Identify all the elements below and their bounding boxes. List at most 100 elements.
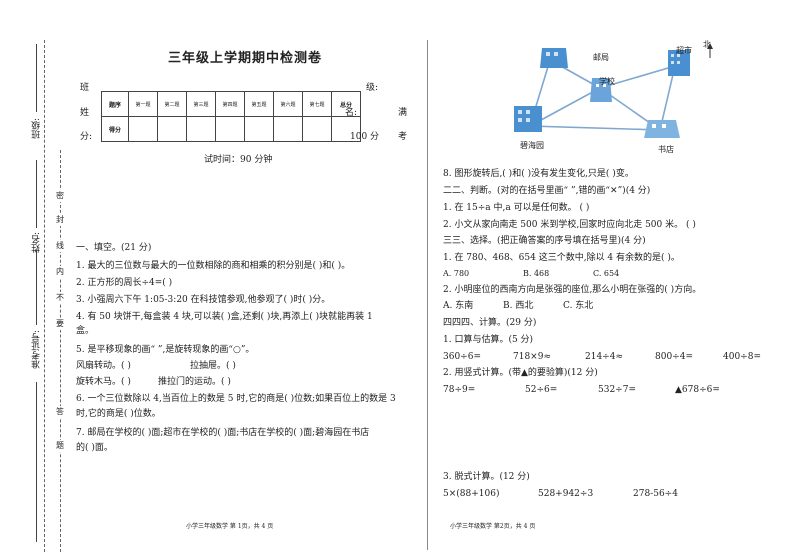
score-table-header-cell: 第五题 (244, 91, 274, 117)
choice-2: 2. 小明座位的西南方向是张强的座位,那么小明在张强的( )方向。 (443, 285, 702, 295)
score-table-header-cell: 第七题 (302, 91, 332, 117)
supermarket-building (668, 50, 690, 76)
question-1-7: 7. 邮局在学校的( )面;超市在学校的( )面;书店在学校的( )面;碧海园在… (76, 428, 370, 438)
question-1-6-cont: 时,它的商是( )位数。 (76, 409, 161, 419)
seal-char: 题 (56, 440, 64, 452)
calc-3-heading: 3. 脱式计算。(12 分) (443, 472, 530, 482)
footer-left: 小学三年级数学 第 1页，共 4 页 (186, 523, 274, 530)
question-1-4: 4. 有 50 块饼干,每盒装 4 块,可以装( )盒,还剩( )块,再添上( … (76, 312, 373, 322)
question-1-3: 3. 小强周六下午 1:05-3:20 在科技馆参观,他参观了( )时( )分。 (76, 295, 331, 305)
seal-char: 线 (56, 240, 64, 252)
binding-line-label-3 (36, 250, 37, 325)
question-1-5-drawer: 拉抽屉。( ) (190, 361, 236, 371)
location-map (514, 43, 713, 138)
exam-time: 试时间：90 分钟 (204, 155, 273, 165)
section-4-heading: 四四四、计算。(29 分) (443, 318, 537, 328)
question-1-5-fan: 风扇转动。( ) (76, 361, 131, 371)
calc-1-item-2: 718×9≈ (513, 352, 551, 362)
choice-1-option-a: A. 780 (443, 269, 470, 278)
map-label-school: 学校 (599, 77, 615, 86)
binding-line-inner (60, 150, 61, 552)
column-divider (427, 40, 428, 550)
question-1-8: 8. 图形旋转后,( )和( )没有发生变化,只是( )变。 (443, 169, 634, 179)
score-table-header-cell: 第六题 (273, 91, 303, 117)
choice-2-option-c: C. 东北 (563, 301, 594, 311)
question-1-2: 2. 正方形的周长÷4=( ) (76, 278, 173, 288)
question-1-1: 1. 最大的三位数与最大的一位数相除的商和相乘的积分别是( )和( )。 (76, 261, 351, 271)
judge-2: 2. 小文从家向南走 500 米到学校,回家时应向北走 500 米。 ( ) (443, 220, 696, 230)
header-side-right-3b: 考 (398, 132, 408, 142)
question-1-6: 6. 一个三位数除以 4,当百位上的数是 5 时,它的商是( )位数;如果百位上… (76, 394, 396, 404)
question-1-5: 5. 是平移现象的画“ ”,是旋转现象的画“○”。 (76, 345, 255, 355)
seal-char: 答 (56, 406, 64, 418)
score-cell[interactable] (244, 116, 274, 142)
header-side-left-2: 姓 (80, 108, 90, 118)
score-table-header-cell: 第二题 (157, 91, 187, 117)
header-side-right-3: 100 分 (350, 132, 380, 142)
footer-right: 小学三年级数学 第2页，共 4 页 (450, 523, 536, 530)
section-1-heading: 一、填空。(21 分) (76, 243, 152, 253)
score-cell[interactable] (186, 116, 216, 142)
calc-2-item-1: 78÷9= (443, 385, 476, 395)
score-cell[interactable] (331, 116, 361, 142)
section-3-heading: 三三、选择。(把正确答案的序号填在括号里)(4 分) (443, 236, 646, 246)
binding-line-label-1 (36, 44, 37, 112)
class-label: 班级: (32, 118, 42, 140)
map-label-north: 北 (703, 40, 711, 49)
calc-2-item-2: 52÷6= (525, 385, 558, 395)
choice-1: 1. 在 780、468、654 这三个数中,除以 4 有余数的是( )。 (443, 253, 680, 263)
calc-3-item-1: 5×(88+106) (443, 489, 500, 499)
post-office-building (540, 48, 568, 68)
binding-line-outer (44, 40, 45, 552)
school-building (590, 78, 612, 102)
header-side-left-3: 分: (80, 132, 93, 142)
choice-2-option-a: A. 东南 (443, 301, 474, 311)
score-cell[interactable] (273, 116, 303, 142)
calc-1-item-3: 214÷4≈ (585, 352, 623, 362)
score-cell[interactable] (215, 116, 245, 142)
bihaiyuan-building (514, 106, 542, 132)
calc-2-item-3: 532÷7= (598, 385, 636, 395)
question-1-4-cont: 盒。 (76, 326, 95, 336)
score-cell[interactable] (157, 116, 187, 142)
seal-char: 密 (56, 190, 64, 202)
calc-1-item-1: 360÷6= (443, 352, 481, 362)
score-table-header-cell: 第四题 (215, 91, 245, 117)
header-side-right-2b: 满 (398, 108, 408, 118)
seal-char: 内 (56, 266, 64, 278)
north-arrow-icon (707, 43, 713, 58)
header-side-right-1: 级: (366, 83, 379, 93)
header-side-right-2: 名: (345, 108, 358, 118)
seal-char: 要 (56, 318, 64, 330)
choice-2-option-b: B. 西北 (503, 301, 534, 311)
calc-1-item-4: 800÷4= (655, 352, 693, 362)
map-label-supermarket: 超市 (676, 46, 692, 55)
choice-1-option-c: C. 654 (593, 269, 620, 278)
binding-line-label-2 (36, 160, 37, 228)
calc-3-item-3: 278-56÷4 (633, 489, 678, 499)
seal-char: 封 (56, 214, 64, 226)
question-1-7-cont: 的( )面。 (76, 443, 113, 453)
map-label-post: 邮局 (593, 53, 609, 62)
question-1-5-sliding-door: 推拉门的运动。( ) (158, 377, 231, 387)
calc-1-item-5: 400÷8= (723, 352, 761, 362)
score-table-row-label: 得分 (101, 116, 129, 142)
score-cell[interactable] (302, 116, 332, 142)
question-1-5-carousel: 旋转木马。( ) (76, 377, 131, 387)
seal-char: 不 (56, 292, 64, 304)
score-table: 题序第一题第二题第三题第四题第五题第六题第七题总分 得分 (101, 91, 361, 142)
score-table-header-cell: 题序 (101, 91, 129, 117)
exam-number-label: 准考证号: (32, 330, 42, 370)
choice-1-option-b: B. 468 (523, 269, 550, 278)
score-cell[interactable] (128, 116, 158, 142)
calc-1-heading: 1. 口算与估算。(5 分) (443, 335, 534, 345)
page-title: 三年级上学期期中检测卷 (168, 51, 323, 66)
calc-2-heading: 2. 用竖式计算。(带▲的要验算)(12 分) (443, 368, 598, 378)
bookstore-building (644, 120, 680, 138)
map-label-bihaiyuan: 碧海园 (520, 141, 544, 150)
score-table-header-cell: 第一题 (128, 91, 158, 117)
judge-1: 1. 在 15÷a 中,a 可以是任何数。 ( ) (443, 203, 590, 213)
map-label-bookstore: 书店 (658, 145, 674, 154)
calc-2-item-4: ▲678÷6= (675, 385, 720, 395)
section-2-heading: 二二、判断。(对的在括号里画“ ”,错的画“✕”)(4 分) (443, 186, 651, 196)
